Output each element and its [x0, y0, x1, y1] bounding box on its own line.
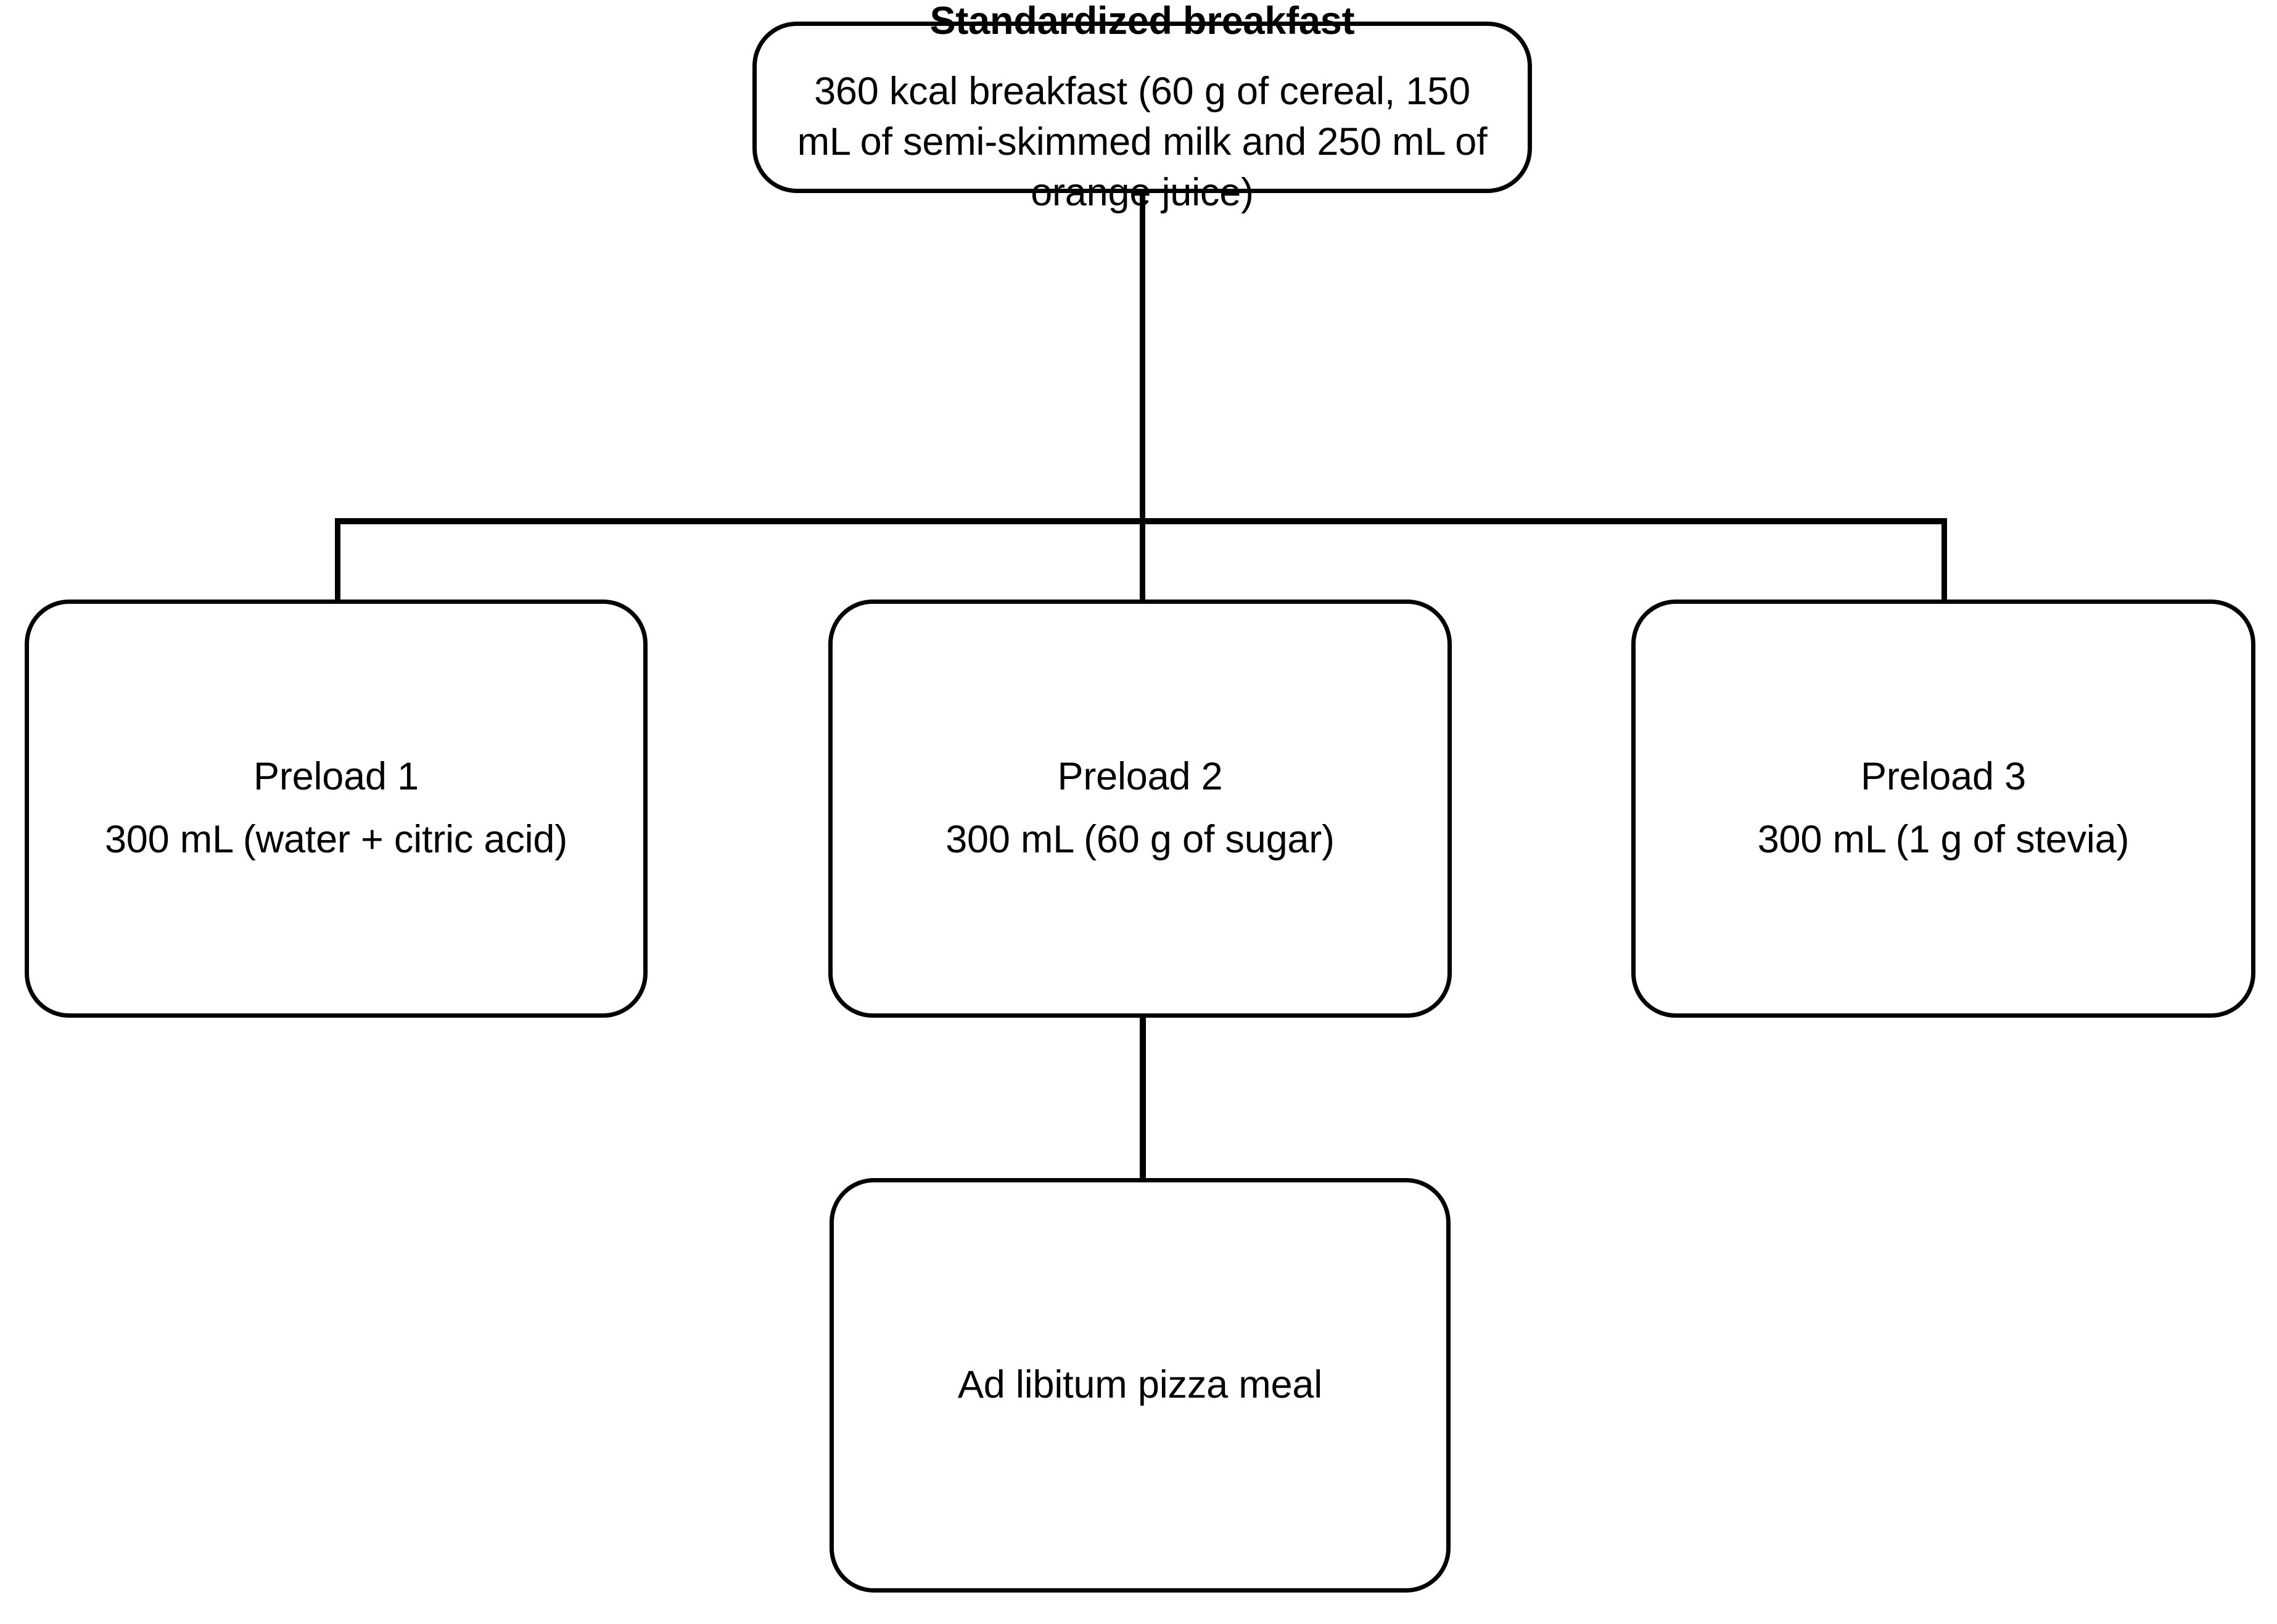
- node-preload-1: Preload 1 300 mL (water + citric acid): [25, 600, 648, 1018]
- node-body: 300 mL (1 g of stevia): [1757, 818, 2130, 862]
- connector-breakfast-stem: [1140, 191, 1145, 523]
- node-title: Standardized breakfast: [929, 0, 1355, 43]
- connector-drop-preload-3: [1941, 518, 1947, 603]
- node-body: 300 mL (water + citric acid): [104, 818, 568, 862]
- node-ad-libitum-pizza-meal: Ad libitum pizza meal: [830, 1178, 1451, 1593]
- node-title: Ad libitum pizza meal: [957, 1363, 1323, 1407]
- connector-drop-preload-2: [1140, 518, 1145, 603]
- node-body: 300 mL (60 g of sugar): [945, 818, 1335, 862]
- node-title: Preload 2: [1057, 754, 1223, 798]
- node-title: Preload 1: [253, 754, 419, 798]
- node-standardized-breakfast: Standardized breakfast 360 kcal breakfas…: [752, 0, 1532, 214]
- connector-drop-preload-1: [335, 518, 340, 603]
- connector-preload-2-to-pizza: [1140, 1014, 1146, 1182]
- node-title: Preload 3: [1861, 754, 2026, 798]
- node-body: 360 kcal breakfast (60 g of cereal, 150 …: [797, 70, 1488, 215]
- node-preload-3: Preload 3 300 mL (1 g of stevia): [1631, 600, 2255, 1018]
- node-preload-2: Preload 2 300 mL (60 g of sugar): [828, 600, 1452, 1018]
